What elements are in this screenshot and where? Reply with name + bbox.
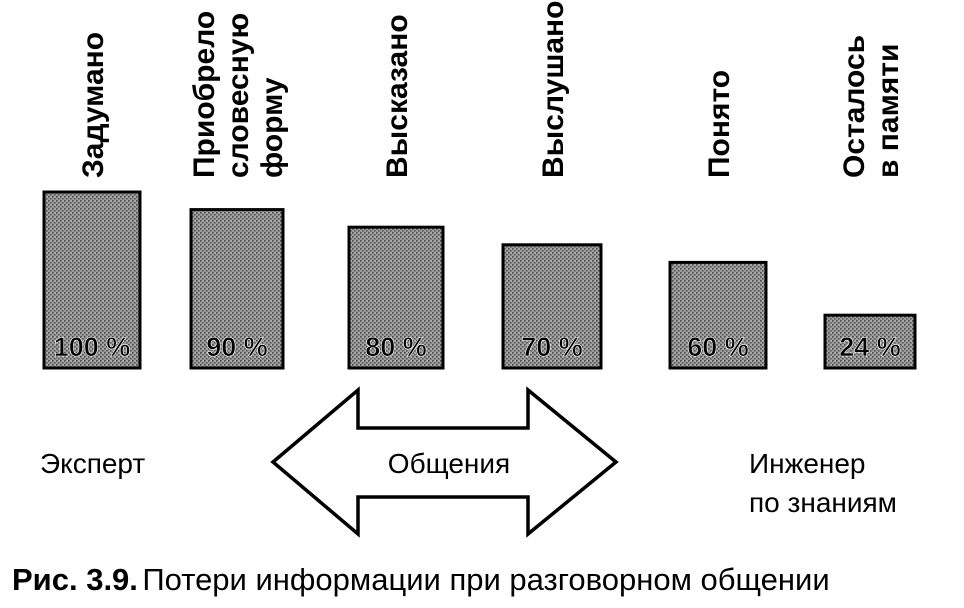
- engineer-label-line2: по знаниям: [749, 487, 897, 518]
- value-label-5: 60 %: [687, 332, 749, 362]
- caption-text: Потери информации при разговорном общени…: [142, 562, 829, 597]
- double-arrow: [270, 386, 619, 538]
- figure-caption: Рис. 3.9. Потери информации при разговор…: [12, 562, 830, 597]
- bar-2: [189, 208, 285, 370]
- category-label-2-line-3: форму: [256, 77, 289, 178]
- bar-3: [347, 225, 445, 370]
- category-label-3-line-1: Высказано: [381, 14, 414, 178]
- bar-5: [668, 260, 768, 370]
- category-label-2-line-2: словесную: [222, 13, 255, 178]
- value-label-1: 100 %: [54, 332, 131, 362]
- category-label-6-line-2: в памяти: [872, 44, 905, 178]
- category-label-6-line-1: Осталось: [838, 35, 871, 178]
- arrow-label: Общения: [388, 448, 510, 479]
- engineer-label-line1: Инженер: [749, 448, 866, 479]
- category-label-1-line-1: Задумано: [77, 32, 110, 178]
- category-label-2-line-1: Приобрело: [188, 11, 221, 178]
- value-label-2: 90 %: [206, 332, 268, 362]
- value-label-6: 24 %: [839, 332, 901, 362]
- caption-prefix: Рис. 3.9.: [12, 562, 138, 597]
- category-label-5-line-1: Понято: [703, 70, 736, 178]
- category-label-4-line-1: Выслушано: [537, 1, 570, 178]
- value-label-3: 80 %: [365, 332, 427, 362]
- bar-1: [42, 190, 142, 370]
- bars: [42, 190, 917, 370]
- value-label-4: 70 %: [521, 332, 583, 362]
- expert-label: Эксперт: [40, 448, 145, 479]
- bar-4: [501, 243, 603, 370]
- value-labels: 100 % 90 % 80 % 70 % 60 % 24 %: [53, 332, 901, 363]
- bar-6: [823, 313, 917, 370]
